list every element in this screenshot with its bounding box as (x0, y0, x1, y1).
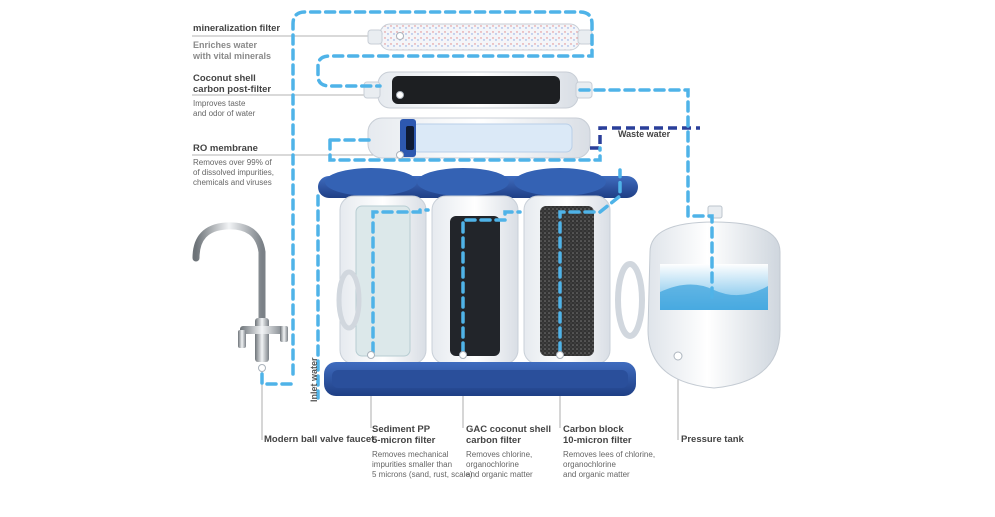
ro-membrane-desc-1: Removes over 99% of (193, 158, 272, 167)
label-sediment: Sediment PP 5-micron filter Removes mech… (372, 424, 472, 480)
label-ro-membrane: RO membrane Removes over 99% of of disso… (193, 143, 274, 188)
ro-membrane-title: RO membrane (193, 143, 258, 154)
label-gac: GAC coconut shell carbon filter Removes … (466, 424, 551, 480)
label-faucet: Modern ball valve faucet (264, 434, 374, 445)
label-coconut-post: Coconut shell carbon post-filter Improve… (193, 73, 271, 119)
sediment-title-1: Sediment PP (372, 424, 431, 435)
label-carbon-block: Carbon block 10-micron filter Removes le… (563, 424, 655, 480)
faucet-title: Modern ball valve faucet (264, 434, 375, 445)
coconut-post-title-1: Coconut shell (193, 73, 256, 84)
mineralization-desc-1: Enriches water (193, 40, 258, 50)
mineralization-filter (367, 23, 593, 51)
label-pressure-tank: Pressure tank (681, 434, 744, 445)
label-mineralization: mineralization filter Enriches water wit… (193, 23, 280, 62)
sediment-desc-3: 5 microns (sand, rust, scale) (372, 470, 473, 479)
coconut-post-filter (363, 71, 593, 109)
pressure-tank (647, 205, 781, 389)
label-inlet-water: Inlet water (309, 357, 319, 402)
gac-desc-3: and organic matter (466, 470, 533, 479)
carbon-block-desc-1: Removes lees of chlorine, (563, 450, 656, 459)
sediment-title-2: 5-micron filter (372, 435, 436, 446)
filter-housings (318, 168, 645, 396)
gac-desc-2: organochlorine (466, 460, 519, 469)
waste-water-line (590, 126, 700, 150)
gac-title-1: GAC coconut shell (466, 424, 551, 435)
carbon-block-title-1: Carbon block (563, 424, 624, 435)
pressure-tank-title: Pressure tank (681, 434, 744, 445)
sediment-desc-2: impurities smaller than (372, 460, 453, 469)
marker-dots (258, 32, 564, 372)
faucet (192, 222, 288, 362)
coconut-post-desc-2: and odor of water (193, 109, 256, 118)
coconut-post-desc-1: Improves taste (193, 99, 246, 108)
carbon-block-desc-2: organochlorine (563, 460, 616, 469)
label-waste-water: Waste water (618, 129, 671, 139)
gac-desc-1: Removes chlorine, (466, 450, 533, 459)
mineralization-title: mineralization filter (193, 23, 281, 34)
ro-membrane (367, 117, 591, 159)
coconut-post-title-2: carbon post-filter (193, 84, 272, 95)
carbon-block-desc-3: and organic matter (563, 470, 630, 479)
gac-title-2: carbon filter (466, 435, 521, 446)
mineralization-desc-2: with vital minerals (193, 51, 272, 61)
carbon-block-title-2: 10-micron filter (563, 435, 632, 446)
ro-membrane-desc-2: of dissolved impurities, (193, 168, 274, 177)
sediment-desc-1: Removes mechanical (372, 450, 449, 459)
flow-lines (260, 10, 714, 400)
ro-membrane-desc-3: chemicals and viruses (193, 178, 272, 187)
